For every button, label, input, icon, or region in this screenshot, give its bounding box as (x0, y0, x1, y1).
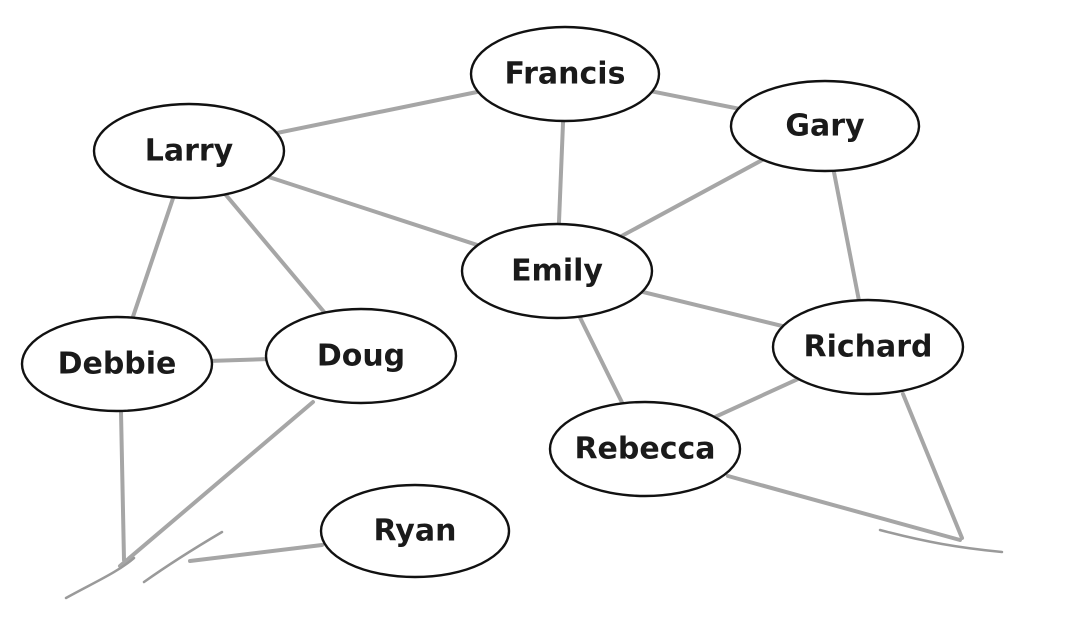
node-label-richard: Richard (803, 330, 932, 365)
node-ryan: Ryan (319, 483, 511, 579)
node-ellipse-richard (771, 298, 965, 396)
node-gary: Gary (729, 79, 921, 173)
node-label-larry: Larry (145, 134, 234, 169)
edge-ryan-left (188, 543, 324, 563)
node-ellipse-doug (264, 307, 458, 405)
stroke-mark-left (64, 556, 136, 600)
node-label-emily: Emily (511, 254, 603, 289)
node-debbie: Debbie (20, 315, 214, 413)
edge-rebecca-down (726, 474, 962, 542)
node-rebecca: Rebecca (548, 400, 742, 498)
node-larry: Larry (92, 102, 286, 200)
edge-richard-down (901, 392, 964, 540)
node-ellipse-rebecca (548, 400, 742, 498)
node-label-debbie: Debbie (58, 347, 177, 382)
stroke-mark-left-2 (142, 530, 224, 584)
edge-doug-down (118, 400, 315, 568)
node-ellipse-emily (460, 222, 654, 320)
node-doug: Doug (264, 307, 458, 405)
node-richard: Richard (771, 298, 965, 396)
node-label-ryan: Ryan (374, 514, 457, 549)
node-ellipse-francis (469, 25, 661, 123)
node-francis: Francis (469, 25, 661, 123)
edge-debbie-down (119, 410, 126, 562)
node-ellipse-gary (729, 79, 921, 173)
node-ellipse-ryan (319, 483, 511, 579)
node-emily: Emily (460, 222, 654, 320)
stroke-mark-right (878, 528, 1004, 554)
node-ellipse-debbie (20, 315, 214, 413)
node-ellipse-larry (92, 102, 286, 200)
node-label-francis: Francis (505, 57, 626, 92)
node-label-doug: Doug (317, 339, 405, 374)
node-label-gary: Gary (785, 109, 865, 144)
node-label-rebecca: Rebecca (574, 432, 715, 467)
stray-lines (64, 392, 1004, 600)
